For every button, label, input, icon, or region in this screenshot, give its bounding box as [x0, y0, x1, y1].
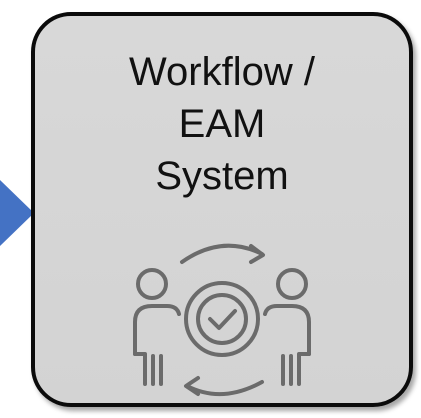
node-title-line-1: Workflow / — [129, 50, 315, 94]
workflow-eam-system-node[interactable]: Workflow / EAM System — [31, 12, 413, 407]
arrow-right-icon — [0, 180, 34, 246]
node-title-line-2: EAM — [178, 102, 266, 146]
team-approval-cycle-icon — [133, 243, 311, 396]
node-title: Workflow / EAM System — [35, 46, 409, 202]
node-title-line-3: System — [155, 154, 289, 198]
